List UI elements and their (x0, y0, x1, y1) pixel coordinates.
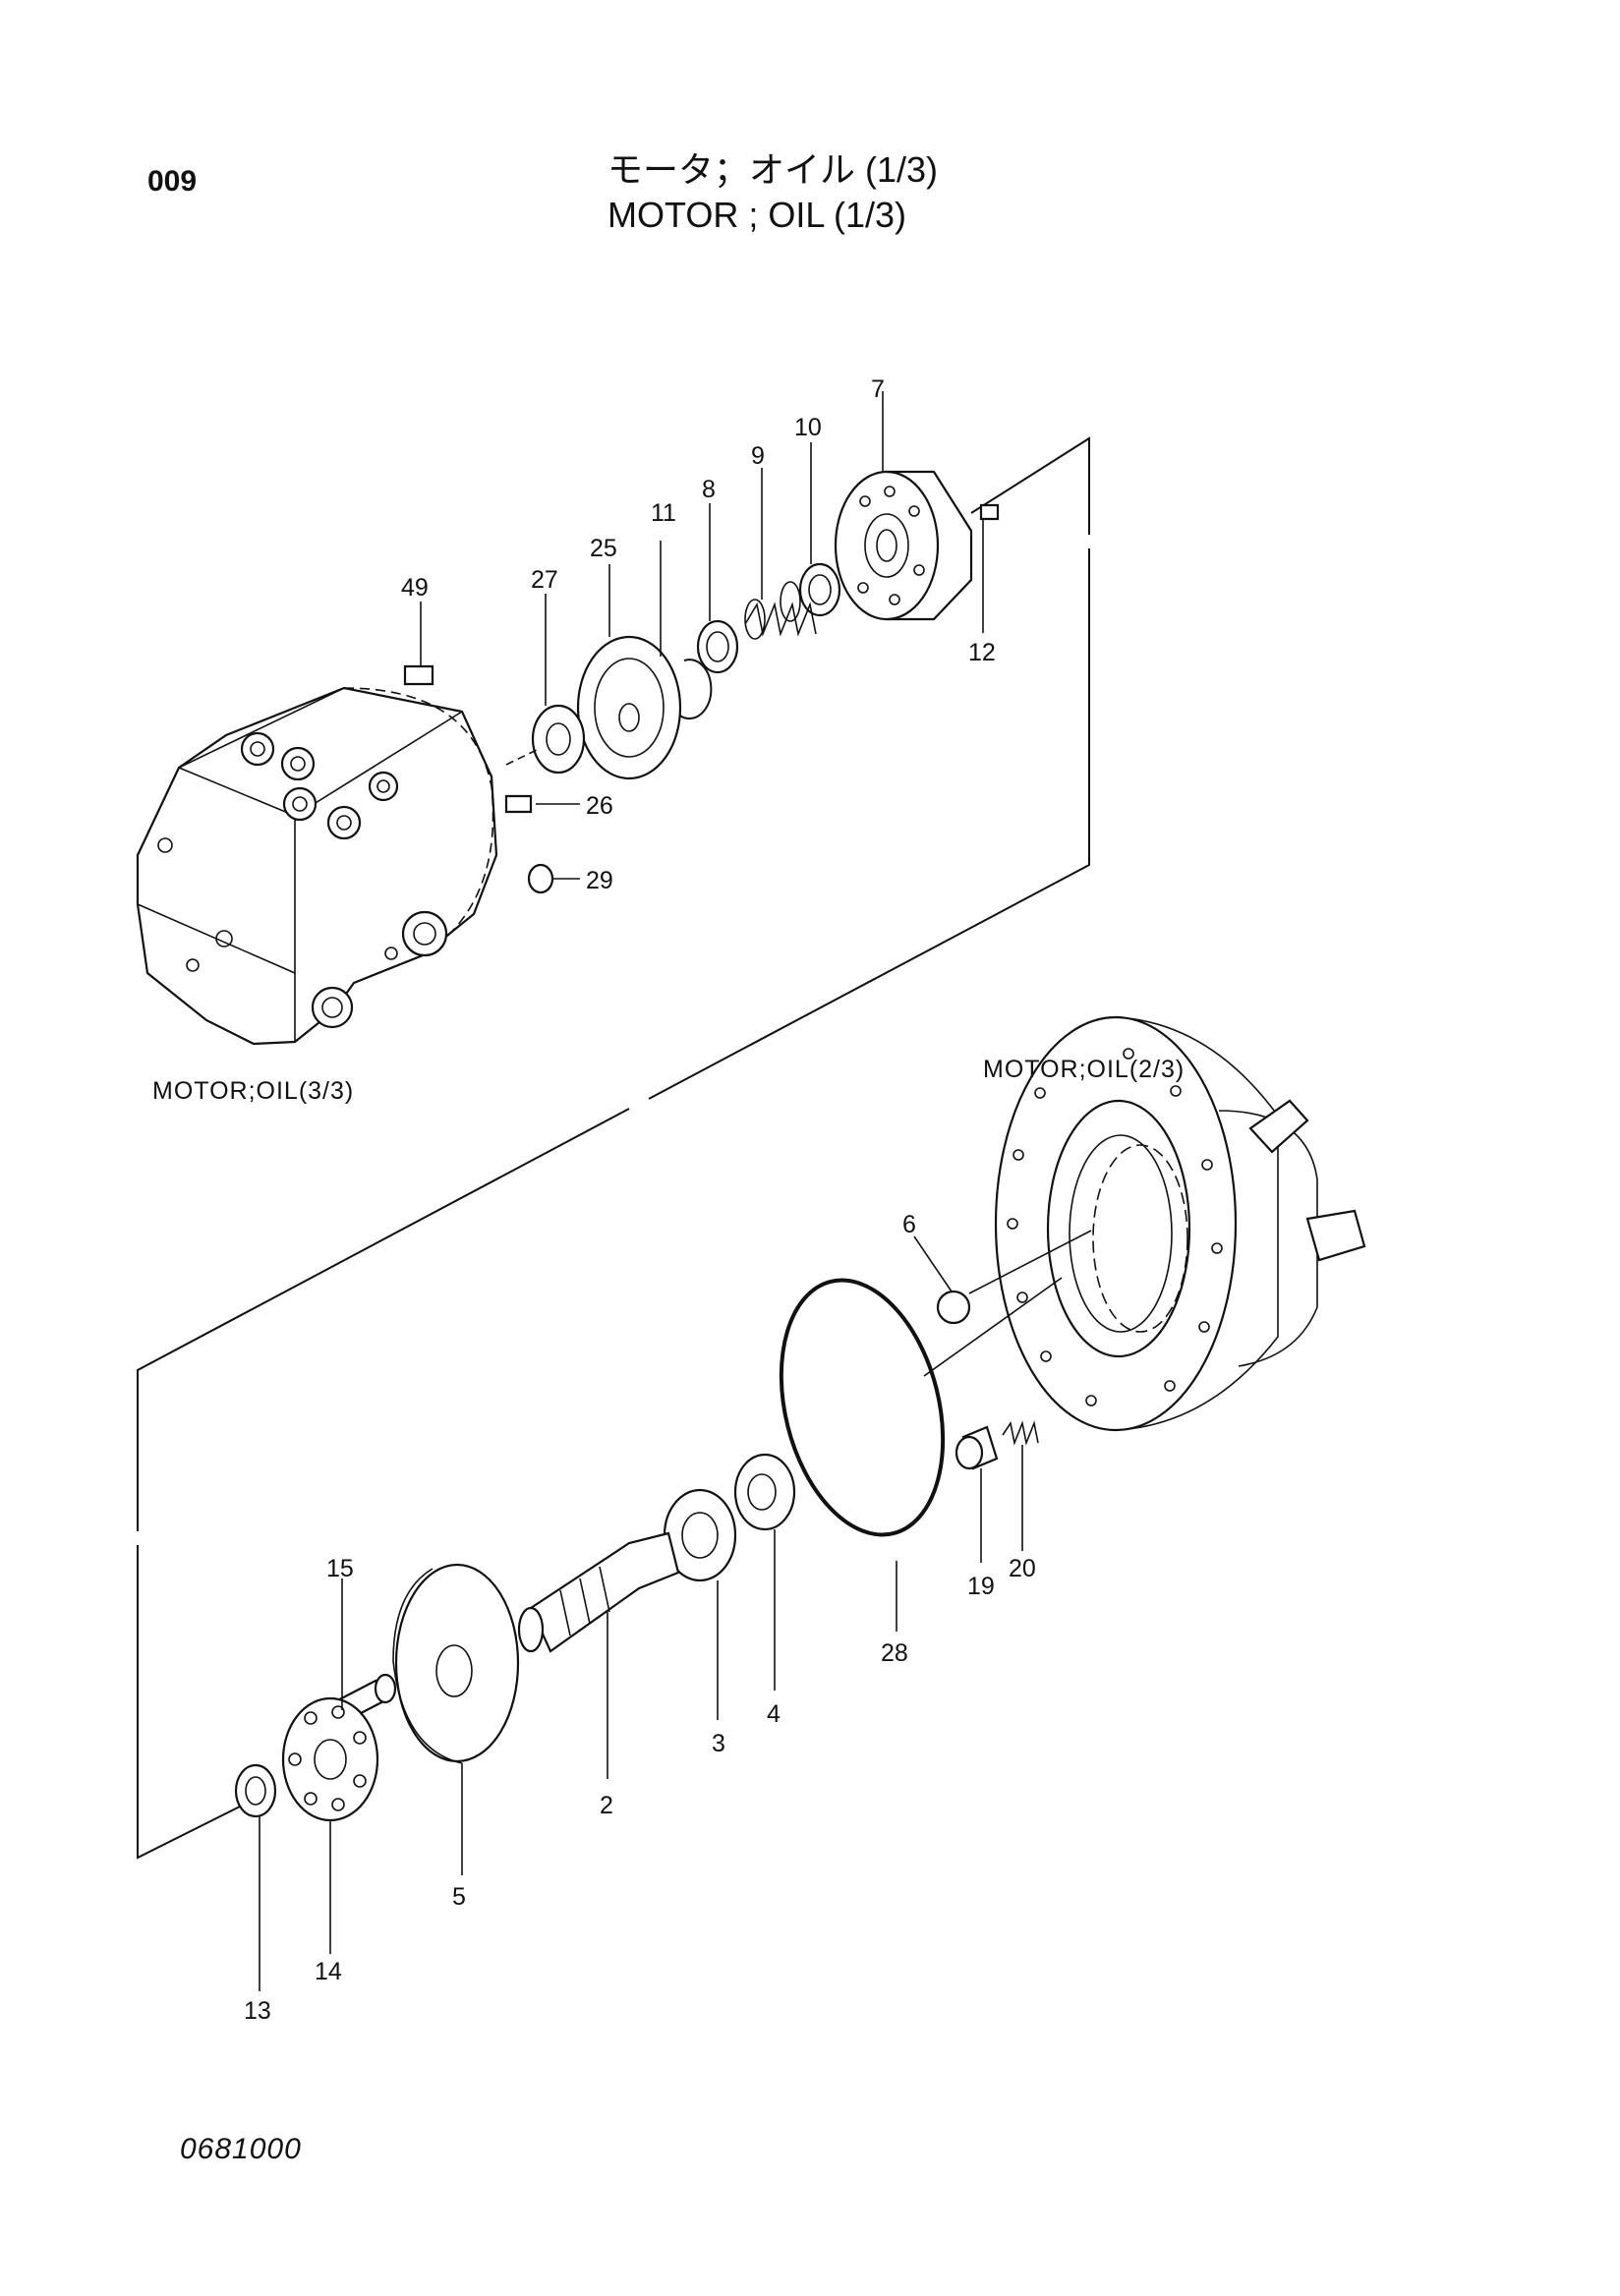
callout-7: 7 (871, 375, 885, 403)
callout-10: 10 (794, 414, 822, 441)
part-10-washer (798, 562, 841, 617)
callout-29: 29 (586, 867, 613, 894)
leader-lines (259, 391, 1092, 1991)
callout-11: 11 (651, 499, 676, 527)
part-29-o-ring (527, 863, 554, 894)
callout-49: 49 (401, 574, 429, 602)
part-27-bearing (531, 704, 586, 775)
part-12-pin (979, 503, 1000, 521)
reference-code: 0681000 (180, 2133, 302, 2165)
callout-9: 9 (751, 442, 765, 470)
callout-19: 19 (967, 1573, 995, 1600)
part-19-plug (955, 1425, 999, 1470)
callout-5: 5 (452, 1883, 466, 1911)
title-english: MOTOR ; OIL (1/3) (608, 195, 907, 235)
page-title: モータ；オイル (1/3) MOTOR ; OIL (1/3) (608, 147, 938, 238)
callout-25: 25 (590, 535, 617, 562)
part-28-o-ring (779, 1278, 946, 1537)
part-7-cylinder-block (834, 470, 973, 621)
section-label-motor-oil-2-3: MOTOR;OIL(2/3) (983, 1056, 1185, 1083)
part-6-ball (936, 1290, 971, 1325)
section-label-motor-oil-3-3: MOTOR;OIL(3/3) (152, 1077, 354, 1105)
part-3-bearing (663, 1488, 737, 1582)
callout-28: 28 (881, 1639, 908, 1667)
title-japanese: モータ；オイル (1/3) (608, 149, 939, 190)
part-14-retainer-holder (281, 1696, 379, 1822)
callout-12: 12 (968, 639, 996, 666)
part-20-set-screw (1002, 1420, 1039, 1446)
page-number: 009 (147, 165, 198, 198)
motor-oil-2-3-housing (994, 1015, 1366, 1432)
part-5-retainer-plate (392, 1563, 520, 1764)
section-boundary (137, 436, 1090, 1860)
callout-8: 8 (702, 476, 716, 503)
callout-6: 6 (902, 1211, 916, 1238)
part-13-snap-ring (234, 1763, 277, 1818)
part-26-pin (504, 794, 533, 814)
callout-2: 2 (600, 1792, 613, 1819)
part-9-spring (744, 581, 817, 640)
callout-20: 20 (1009, 1555, 1036, 1582)
callout-3: 3 (712, 1730, 725, 1757)
motor-oil-3-3-housing (136, 686, 498, 1046)
callout-27: 27 (531, 566, 558, 594)
callout-14: 14 (315, 1958, 342, 1985)
part-25-valve-plate (576, 635, 682, 780)
callout-26: 26 (586, 792, 613, 820)
part-8-washer (696, 619, 739, 674)
callout-13: 13 (244, 1997, 271, 2025)
part-2-shaft (517, 1531, 680, 1653)
part-49-pin (403, 664, 434, 686)
part-4-oil-seal (733, 1453, 796, 1531)
callout-15: 15 (326, 1555, 354, 1582)
callout-4: 4 (767, 1700, 781, 1728)
